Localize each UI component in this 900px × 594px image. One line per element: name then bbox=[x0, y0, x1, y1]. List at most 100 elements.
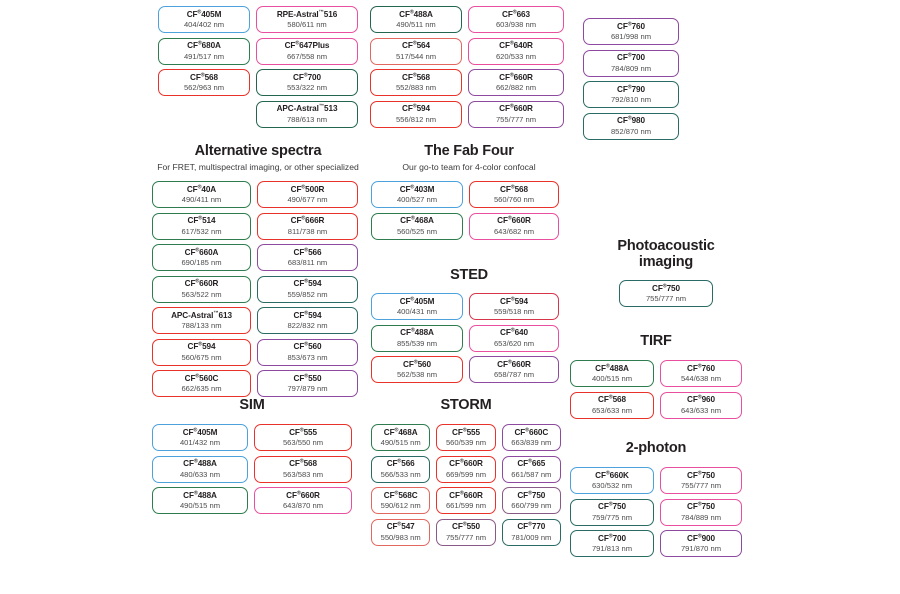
dye-name: CF®405M bbox=[399, 296, 435, 306]
dye-spectra: 544/638 nm bbox=[680, 374, 722, 384]
dye-name: CF®547 bbox=[386, 521, 415, 532]
dye-spectra: 683/811 nm bbox=[287, 258, 328, 268]
trademark-mark: ® bbox=[627, 84, 632, 91]
dye-name: CF®680A bbox=[187, 40, 221, 51]
trademark-mark: ™ bbox=[318, 103, 325, 110]
dye-spectra: 560/525 nm bbox=[396, 226, 438, 236]
dye-name: CF®488A bbox=[595, 363, 629, 373]
trademark-mark: ® bbox=[697, 501, 702, 508]
trademark-mark: ® bbox=[193, 490, 198, 497]
trademark-mark: ® bbox=[512, 9, 517, 16]
dye-spectra: 617/532 nm bbox=[181, 226, 222, 236]
dye-name: CF®660K bbox=[595, 470, 629, 480]
trademark-mark: ® bbox=[608, 501, 613, 508]
dye-name: CF®750 bbox=[598, 501, 626, 512]
trademark-mark: ® bbox=[412, 103, 417, 110]
trademark-mark: ® bbox=[197, 40, 202, 47]
dye-name: CF®770 bbox=[517, 521, 546, 532]
dye-spectra: 559/518 nm bbox=[493, 307, 535, 317]
dye-name: CF®660R bbox=[449, 458, 483, 469]
dye-name: CF®488A bbox=[183, 458, 217, 469]
dye-spectra: 566/533 nm bbox=[380, 469, 421, 479]
trademark-mark: ® bbox=[608, 533, 613, 540]
trademark-mark: ® bbox=[627, 52, 632, 59]
dye-name: CF®566 bbox=[293, 247, 322, 257]
